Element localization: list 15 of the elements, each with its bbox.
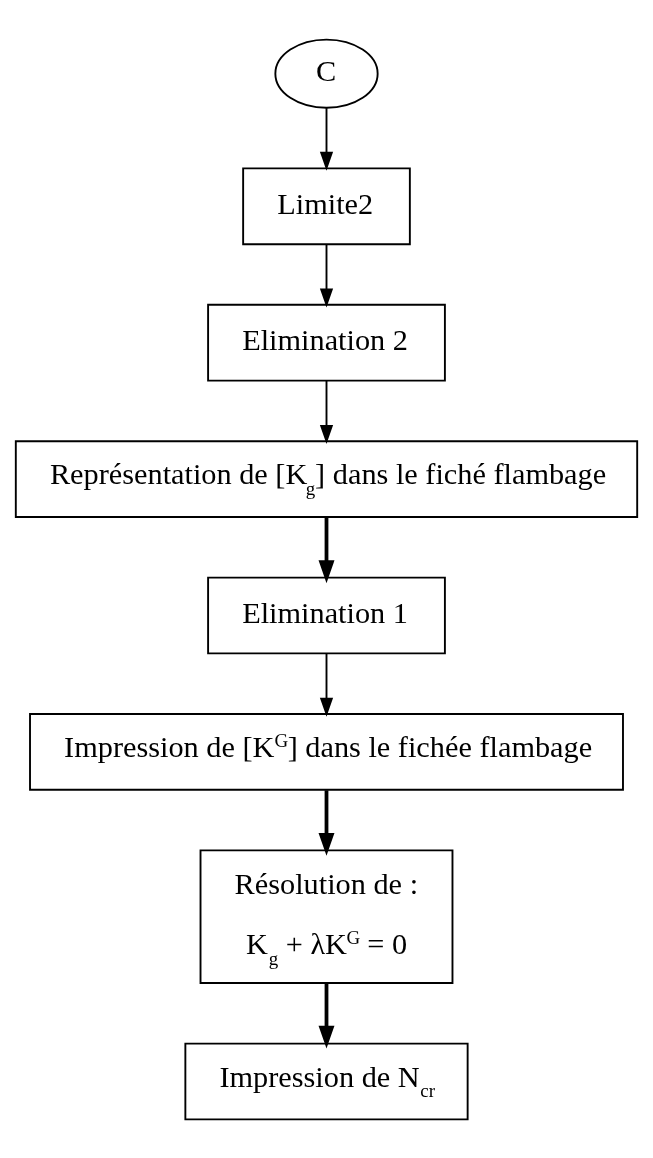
node-box: Résolution de : K$_{g}$ + λK$^{G}$ = 0 — [199, 848, 454, 984]
arrow — [318, 789, 335, 856]
arrow — [318, 516, 335, 583]
node-box: Impression de N$_{cr}$ — [184, 1042, 469, 1120]
node-box: Impression de [K$^{G}$] dans le fichée flambage — [29, 712, 624, 791]
arrow — [319, 379, 334, 444]
arrow — [319, 243, 334, 307]
node-box: Représentation de [K$_{g}$] dans le fiché flambage — [14, 439, 639, 518]
arrow — [318, 982, 335, 1049]
node-box: Elimination 1 — [207, 576, 446, 654]
node-ellipse: C — [274, 38, 379, 109]
arrow — [319, 106, 334, 171]
arrow — [319, 652, 334, 717]
node-box: Limite2 — [242, 166, 411, 245]
node-box: Elimination 2 — [207, 303, 446, 382]
